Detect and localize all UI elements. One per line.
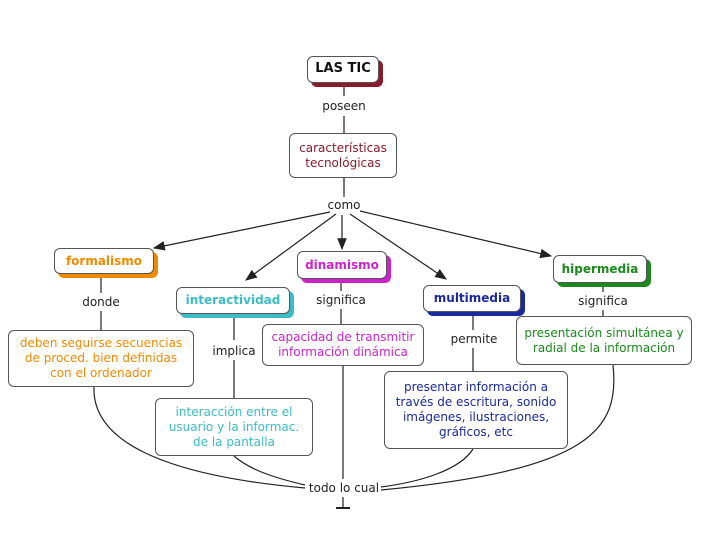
characteristics-node: características tecnológicas: [289, 133, 397, 178]
category-interactividad: interactividad: [176, 287, 290, 314]
link-label-permite: permite: [450, 332, 498, 346]
description-dinamismo: capacidad de transmitir información diná…: [262, 324, 424, 366]
link-label-significa-hipermedia: significa: [578, 294, 628, 308]
category-dinamismo: dinamismo: [297, 251, 387, 279]
category-formalismo: formalismo: [54, 248, 154, 274]
category-multimedia: multimedia: [423, 285, 521, 312]
root-node: LAS TIC: [307, 56, 379, 83]
description-interactividad: interacción entre el usuario y la inform…: [155, 398, 313, 456]
link-label-todo-lo-cual: todo lo cual: [308, 481, 380, 495]
link-label-significa-dinamismo: significa: [316, 293, 366, 307]
link-label-como: como: [327, 198, 361, 212]
description-formalismo: deben seguirse secuencias de proced. bie…: [8, 330, 194, 387]
description-hipermedia: presentación simultánea y radial de la i…: [516, 316, 692, 365]
description-multimedia: presentar información a través de escrit…: [384, 371, 568, 449]
link-label-implica: implica: [212, 344, 256, 358]
link-label-poseen: poseen: [322, 99, 366, 113]
category-hipermedia: hipermedia: [553, 255, 647, 283]
link-label-donde: donde: [82, 295, 120, 309]
